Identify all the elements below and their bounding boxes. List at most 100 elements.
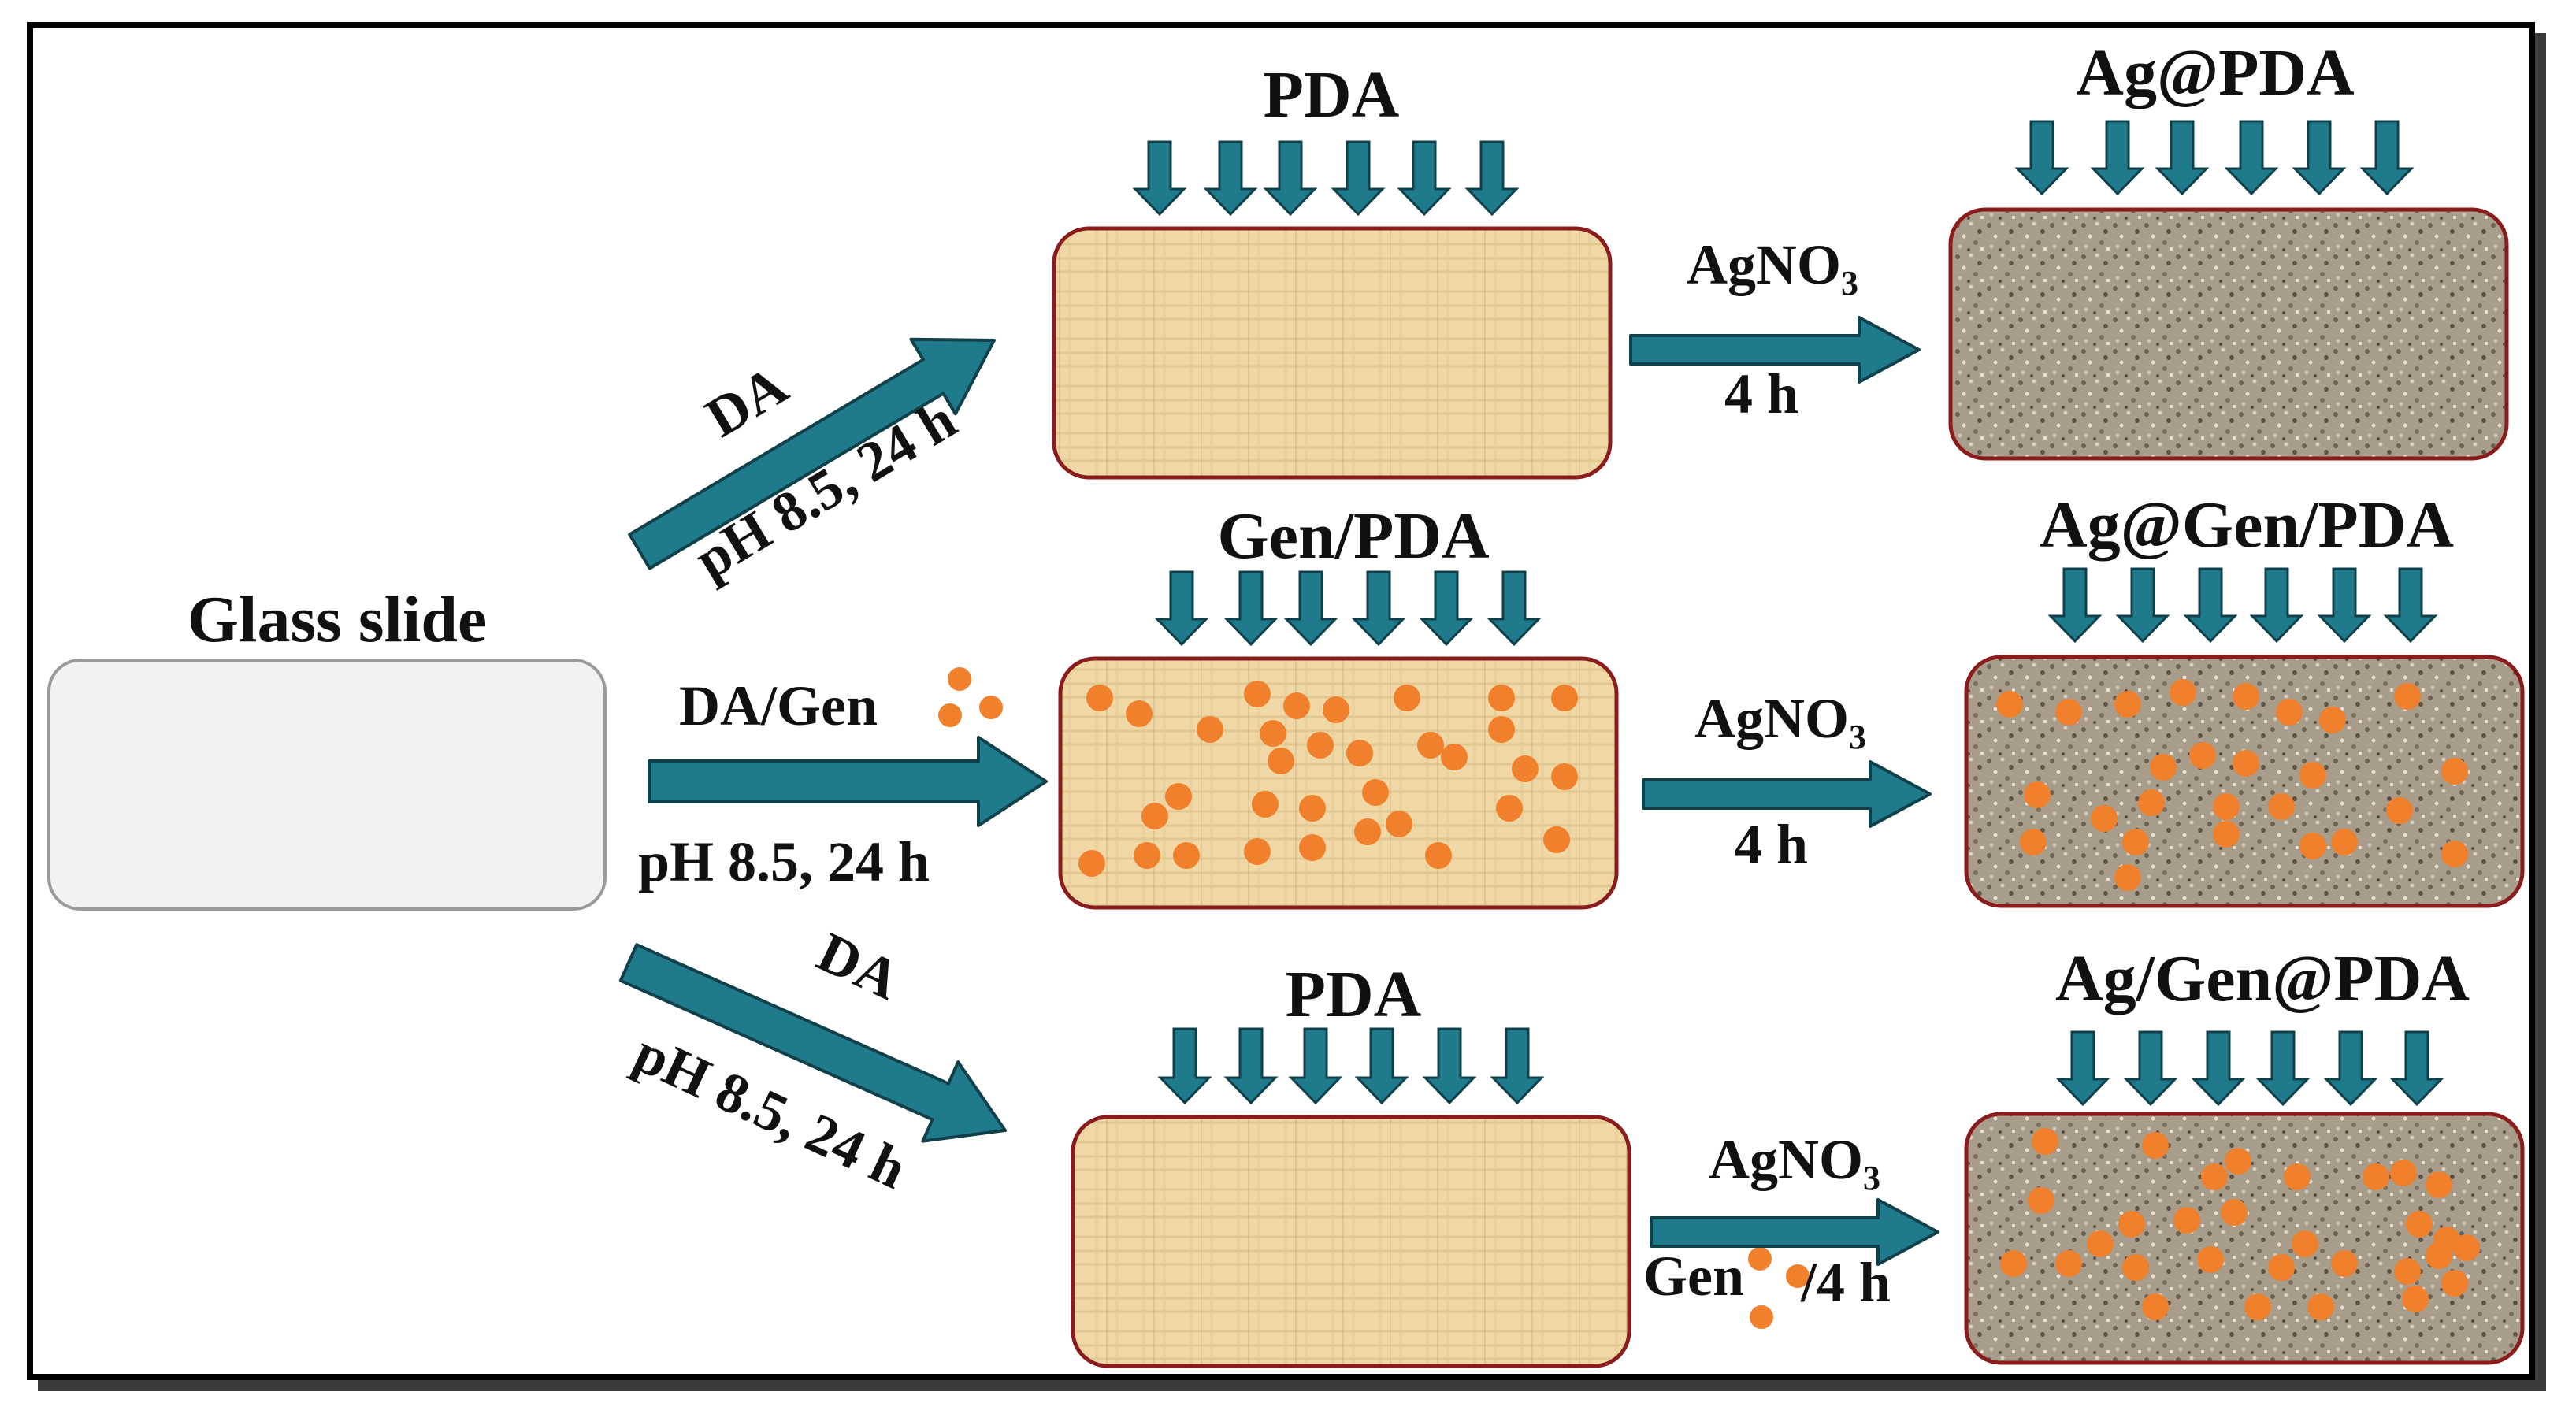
deposition-arrow xyxy=(2183,567,2238,644)
deposition-arrow xyxy=(2115,567,2170,644)
gen-particle xyxy=(2453,1234,2480,1261)
gen-particle xyxy=(2402,1286,2429,1312)
gen-particle xyxy=(2406,1211,2433,1238)
gen-particle xyxy=(1299,795,1326,822)
gen-particle xyxy=(1141,803,1168,829)
label-ag-pda: Ag@PDA xyxy=(2076,36,2355,109)
gen-particle xyxy=(2394,683,2421,710)
gen-pda-slab xyxy=(1058,656,1619,910)
deposition-arrow xyxy=(2255,1030,2311,1107)
deposition-arrow xyxy=(1422,1027,1477,1105)
gen-particle xyxy=(1323,696,1349,723)
label-gen-bottom: Gen xyxy=(1643,1245,1744,1308)
label-pda-top: PDA xyxy=(1264,58,1400,132)
pda-slab-bottom xyxy=(1071,1115,1631,1368)
gen-particle xyxy=(1086,685,1113,711)
gen-particle xyxy=(1244,681,1271,707)
deposition-arrow xyxy=(1490,1027,1545,1105)
gen-particle xyxy=(2000,1250,2027,1277)
gen-particle xyxy=(2268,793,2295,820)
label-ag-gen-pda: Ag@Gen/PDA xyxy=(2040,488,2454,562)
gen-particle xyxy=(2114,864,2141,891)
gen-particle xyxy=(2331,1250,2358,1277)
arrow-agno3-mid xyxy=(1642,760,1932,828)
deposition-arrow xyxy=(1487,570,1542,647)
agno3-subscript: 3 xyxy=(1863,1159,1880,1197)
gen-particle xyxy=(2441,1270,2468,1297)
label-time-bottom: /4 h xyxy=(1800,1251,1891,1314)
arrow-da-top xyxy=(628,337,996,570)
gen-particle xyxy=(2173,1207,2200,1234)
deposition-arrow xyxy=(1331,140,1386,217)
agno3-text: AgNO xyxy=(1709,1128,1863,1191)
deposition-arrow xyxy=(2359,120,2415,196)
gen-particle xyxy=(1996,691,2023,718)
deposition-arrow xyxy=(2389,1030,2444,1107)
deposition-arrow xyxy=(1397,140,1452,217)
gen-particle xyxy=(1551,763,1578,790)
gen-particle xyxy=(2201,1163,2228,1190)
gen-particle xyxy=(2118,1211,2145,1238)
gen-particle xyxy=(2122,829,2149,855)
gen-particle-marker xyxy=(1750,1305,1773,1329)
gen-particle xyxy=(1346,740,1373,766)
gen-particle xyxy=(2225,1148,2251,1175)
deposition-arrow xyxy=(1419,570,1474,647)
gen-particle xyxy=(2394,1258,2421,1285)
label-time-top: 4 h xyxy=(1724,362,1798,425)
gen-particle xyxy=(2268,1254,2295,1281)
deposition-arrow xyxy=(2317,567,2372,644)
gen-particle xyxy=(2244,1293,2271,1320)
deposition-arrow xyxy=(1283,570,1338,647)
deposition-arrow xyxy=(1203,140,1258,217)
gen-particle xyxy=(2319,707,2346,733)
deposition-arrow xyxy=(2224,120,2279,196)
label-agno3-mid: AgNO3 xyxy=(1694,687,1866,756)
deposition-arrow xyxy=(2191,1030,2246,1107)
gen-particle xyxy=(1551,685,1578,711)
deposition-arrow xyxy=(1154,570,1209,647)
gen-particle xyxy=(2386,797,2413,824)
gen-particle xyxy=(1078,850,1105,877)
gen-particle xyxy=(2426,1242,2452,1269)
label-agno3-top: AgNO3 xyxy=(1687,233,1858,302)
gen-particle xyxy=(2299,833,2326,859)
arrow-da-bottom xyxy=(618,943,1007,1143)
gen-particle xyxy=(2441,758,2468,785)
label-da-top: DA xyxy=(695,353,797,449)
gen-particle xyxy=(2213,821,2240,848)
label-agno3-bottom: AgNO3 xyxy=(1709,1128,1880,1197)
gen-particle-marker xyxy=(948,667,971,691)
glass-slide xyxy=(47,659,607,911)
deposition-arrow xyxy=(2323,1030,2378,1107)
gen-particle xyxy=(1362,779,1389,806)
deposition-arrow xyxy=(1351,570,1406,647)
gen-particle-marker xyxy=(1786,1264,1810,1288)
deposition-arrow xyxy=(2383,567,2438,644)
gen-particle xyxy=(2213,793,2240,820)
gen-particle xyxy=(2441,841,2468,867)
gen-particle xyxy=(1134,842,1160,869)
deposition-arrow xyxy=(1354,1027,1409,1105)
gen-particle xyxy=(1354,818,1381,845)
label-condition-mid: pH 8.5, 24 h xyxy=(638,830,930,893)
gen-particle xyxy=(1488,685,1515,711)
gen-particle xyxy=(2122,1254,2149,1281)
gen-particle xyxy=(2142,1132,2169,1159)
label-da-bottom: DA xyxy=(808,920,909,1011)
deposition-arrow xyxy=(1263,140,1318,217)
arrow-agno3-top xyxy=(1629,316,1921,384)
gen-particle xyxy=(1126,700,1153,727)
deposition-arrow xyxy=(2014,120,2069,196)
agno3-text: AgNO xyxy=(1694,687,1849,750)
label-da-gen: DA/Gen xyxy=(679,674,878,737)
deposition-arrow xyxy=(2292,120,2347,196)
gen-particle xyxy=(1441,744,1468,770)
gen-particle xyxy=(2363,1163,2389,1190)
agno3-subscript: 3 xyxy=(1841,264,1858,302)
gen-particle xyxy=(2087,1230,2114,1257)
deposition-arrow xyxy=(2249,567,2304,644)
gen-particle xyxy=(2426,1171,2452,1198)
gen-particle xyxy=(1394,685,1420,711)
